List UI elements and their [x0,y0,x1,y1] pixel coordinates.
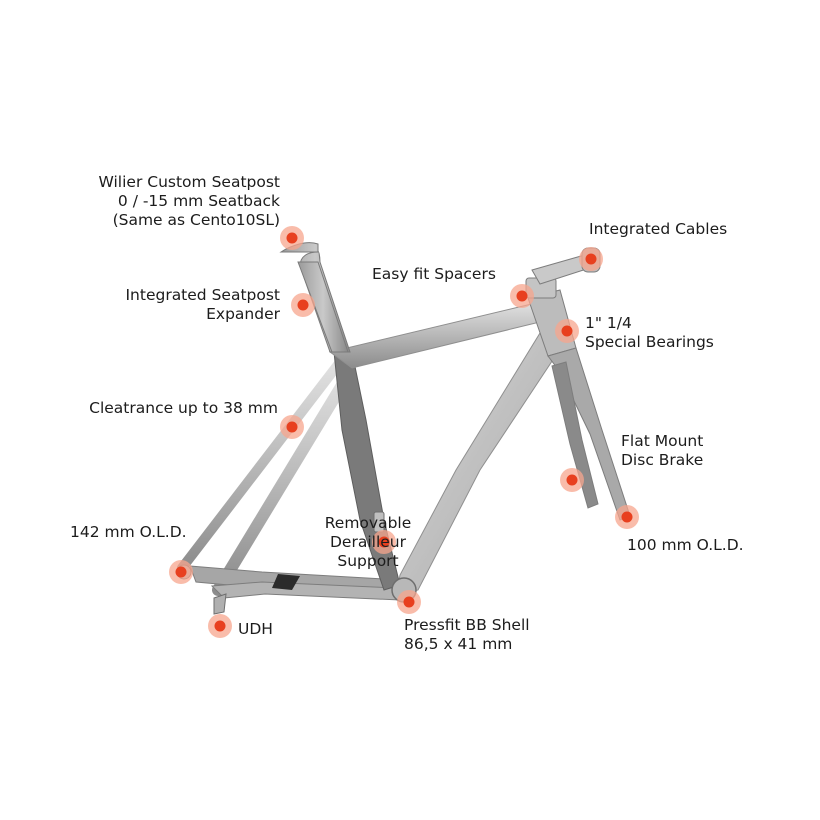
callout-line: Integrated Cables [589,220,728,238]
down-tube [395,319,567,597]
hotspot-dot-icon-seatpost-expander[interactable] [291,293,315,317]
callout-line: (Same as Cento10SL) [112,211,280,229]
callout-front-old: 100 mm O.L.D. [627,536,744,555]
callout-line: Removable [324,514,412,532]
callout-cables: Integrated Cables [589,220,727,239]
hotspot-dot-icon-rear-old[interactable] [169,560,193,584]
hotspot-dot-icon-bb-shell[interactable] [397,590,421,614]
hotspot-dot-icon-disc-brake[interactable] [560,468,584,492]
callout-line: 142 mm O.L.D. [70,523,187,541]
callout-line: 0 / -15 mm Seatback [117,192,280,210]
callout-line: Support [337,552,399,570]
callout-line: Expander [206,305,280,323]
hotspot-dot-icon-bearings[interactable] [555,319,579,343]
callout-clearance: Cleatrance up to 38 mm [89,399,278,418]
callout-line: Flat Mount [621,432,704,450]
fork [547,347,631,521]
callout-line: Special Bearings [585,333,714,351]
hotspot-dot-icon-spacers[interactable] [510,284,534,308]
callout-udh: UDH [238,620,273,639]
callout-line: 86,5 x 41 mm [404,635,513,653]
callout-line: Disc Brake [621,451,704,469]
callout-line: UDH [238,620,273,638]
derailleur-hanger [213,593,227,615]
callout-line: Easy fit Spacers [372,265,496,283]
hotspot-dot-icon-front-old[interactable] [615,505,639,529]
hotspot-dot-icon-seatpost[interactable] [280,226,304,250]
callout-spacers: Easy fit Spacers [372,265,496,284]
hotspot-dot-icon-cables[interactable] [579,247,603,271]
seatstay [177,357,356,596]
callout-line: Cleatrance up to 38 mm [89,399,278,417]
callout-rear-old: 142 mm O.L.D. [70,523,187,542]
hotspot-dot-icon-udh[interactable] [208,614,232,638]
callout-line: Wilier Custom Seatpost [98,173,280,191]
callout-line: Derailleur [330,533,406,551]
callout-line: 1" 1/4 [585,314,632,332]
hotspot-markers [169,226,639,638]
callout-line: Pressfit BB Shell [404,616,530,634]
top-tube [328,301,549,369]
hotspot-dot-icon-clearance[interactable] [280,415,304,439]
callout-line: Integrated Seatpost [125,286,280,304]
callout-line: 100 mm O.L.D. [627,536,744,554]
frame-decal [272,574,300,590]
hotspot-dot-icon-derailleur-support[interactable] [372,530,396,554]
